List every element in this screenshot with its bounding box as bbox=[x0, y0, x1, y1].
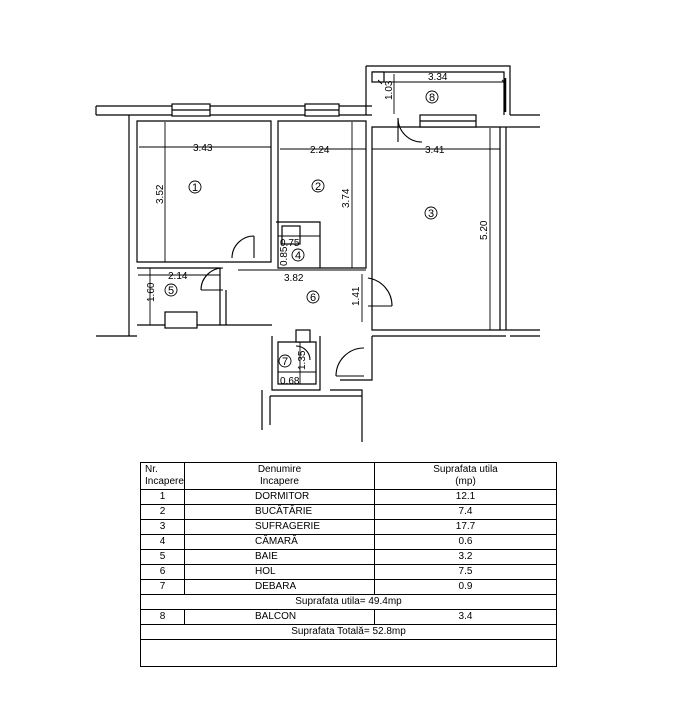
door-bath bbox=[200, 267, 224, 291]
floor-plan: 3.34 1.03 3.43 3.52 2.24 3.74 3.41 5.20 … bbox=[95, 65, 540, 442]
room-number-6: 6 bbox=[310, 292, 316, 304]
room-number-3: 3 bbox=[428, 208, 434, 220]
dim-room1-depth: 3.52 bbox=[155, 184, 166, 204]
room-number-5: 5 bbox=[168, 285, 174, 297]
room-number-8: 8 bbox=[429, 92, 435, 104]
useful-total: Suprafata utila= 49.4mp bbox=[140, 594, 557, 610]
dim-balcony-width: 3.34 bbox=[428, 72, 448, 83]
dim-closet-depth: 1.35 bbox=[297, 350, 308, 370]
useful-total-row: Suprafata utila= 49.4mp bbox=[140, 594, 557, 610]
header-area: Suprafata utila(mp) bbox=[374, 462, 557, 490]
dimension-lines bbox=[138, 74, 507, 384]
dim-balcony-depth: 1.03 bbox=[384, 80, 395, 100]
dim-pantry-depth: 0.85 bbox=[279, 246, 290, 266]
dim-bath-depth: 1.60 bbox=[146, 282, 157, 302]
grand-total-row: Suprafata Totală= 52.8mp bbox=[140, 624, 557, 640]
room-number-7: 7 bbox=[282, 356, 288, 368]
grand-total: Suprafata Totală= 52.8mp bbox=[140, 624, 557, 640]
dim-room2-depth: 3.74 bbox=[341, 188, 352, 208]
empty-row bbox=[140, 639, 557, 667]
dim-hall-depth: 1.41 bbox=[351, 286, 362, 306]
dim-room3-width: 3.41 bbox=[425, 145, 445, 156]
dim-closet-width: 0.68 bbox=[280, 376, 300, 387]
dim-hall-width: 3.82 bbox=[284, 273, 304, 284]
dim-room3-depth: 5.20 bbox=[479, 220, 490, 240]
door-living bbox=[367, 277, 393, 307]
dim-pantry-width: 0.75 bbox=[280, 238, 300, 249]
dim-room2-width: 2.24 bbox=[310, 145, 330, 156]
room-number-1: 1 bbox=[192, 182, 198, 194]
dim-bath-width: 2.14 bbox=[168, 271, 188, 282]
door-balcony bbox=[397, 117, 423, 143]
dimension-labels: 3.34 1.03 3.43 3.52 2.24 3.74 3.41 5.20 … bbox=[146, 72, 490, 387]
door-hall-top bbox=[231, 235, 255, 259]
room-markers bbox=[164, 90, 439, 368]
door-closet bbox=[295, 345, 311, 361]
room-number-2: 2 bbox=[315, 181, 321, 193]
dim-room1-width: 3.43 bbox=[193, 143, 213, 154]
room-number-4: 4 bbox=[295, 250, 301, 262]
room-numbers: 1 2 3 4 5 6 7 8 bbox=[168, 92, 435, 368]
header-nr: Nr.Incapere bbox=[140, 462, 185, 490]
door-entrance bbox=[335, 347, 365, 377]
walls bbox=[95, 65, 540, 442]
doors bbox=[200, 117, 423, 377]
